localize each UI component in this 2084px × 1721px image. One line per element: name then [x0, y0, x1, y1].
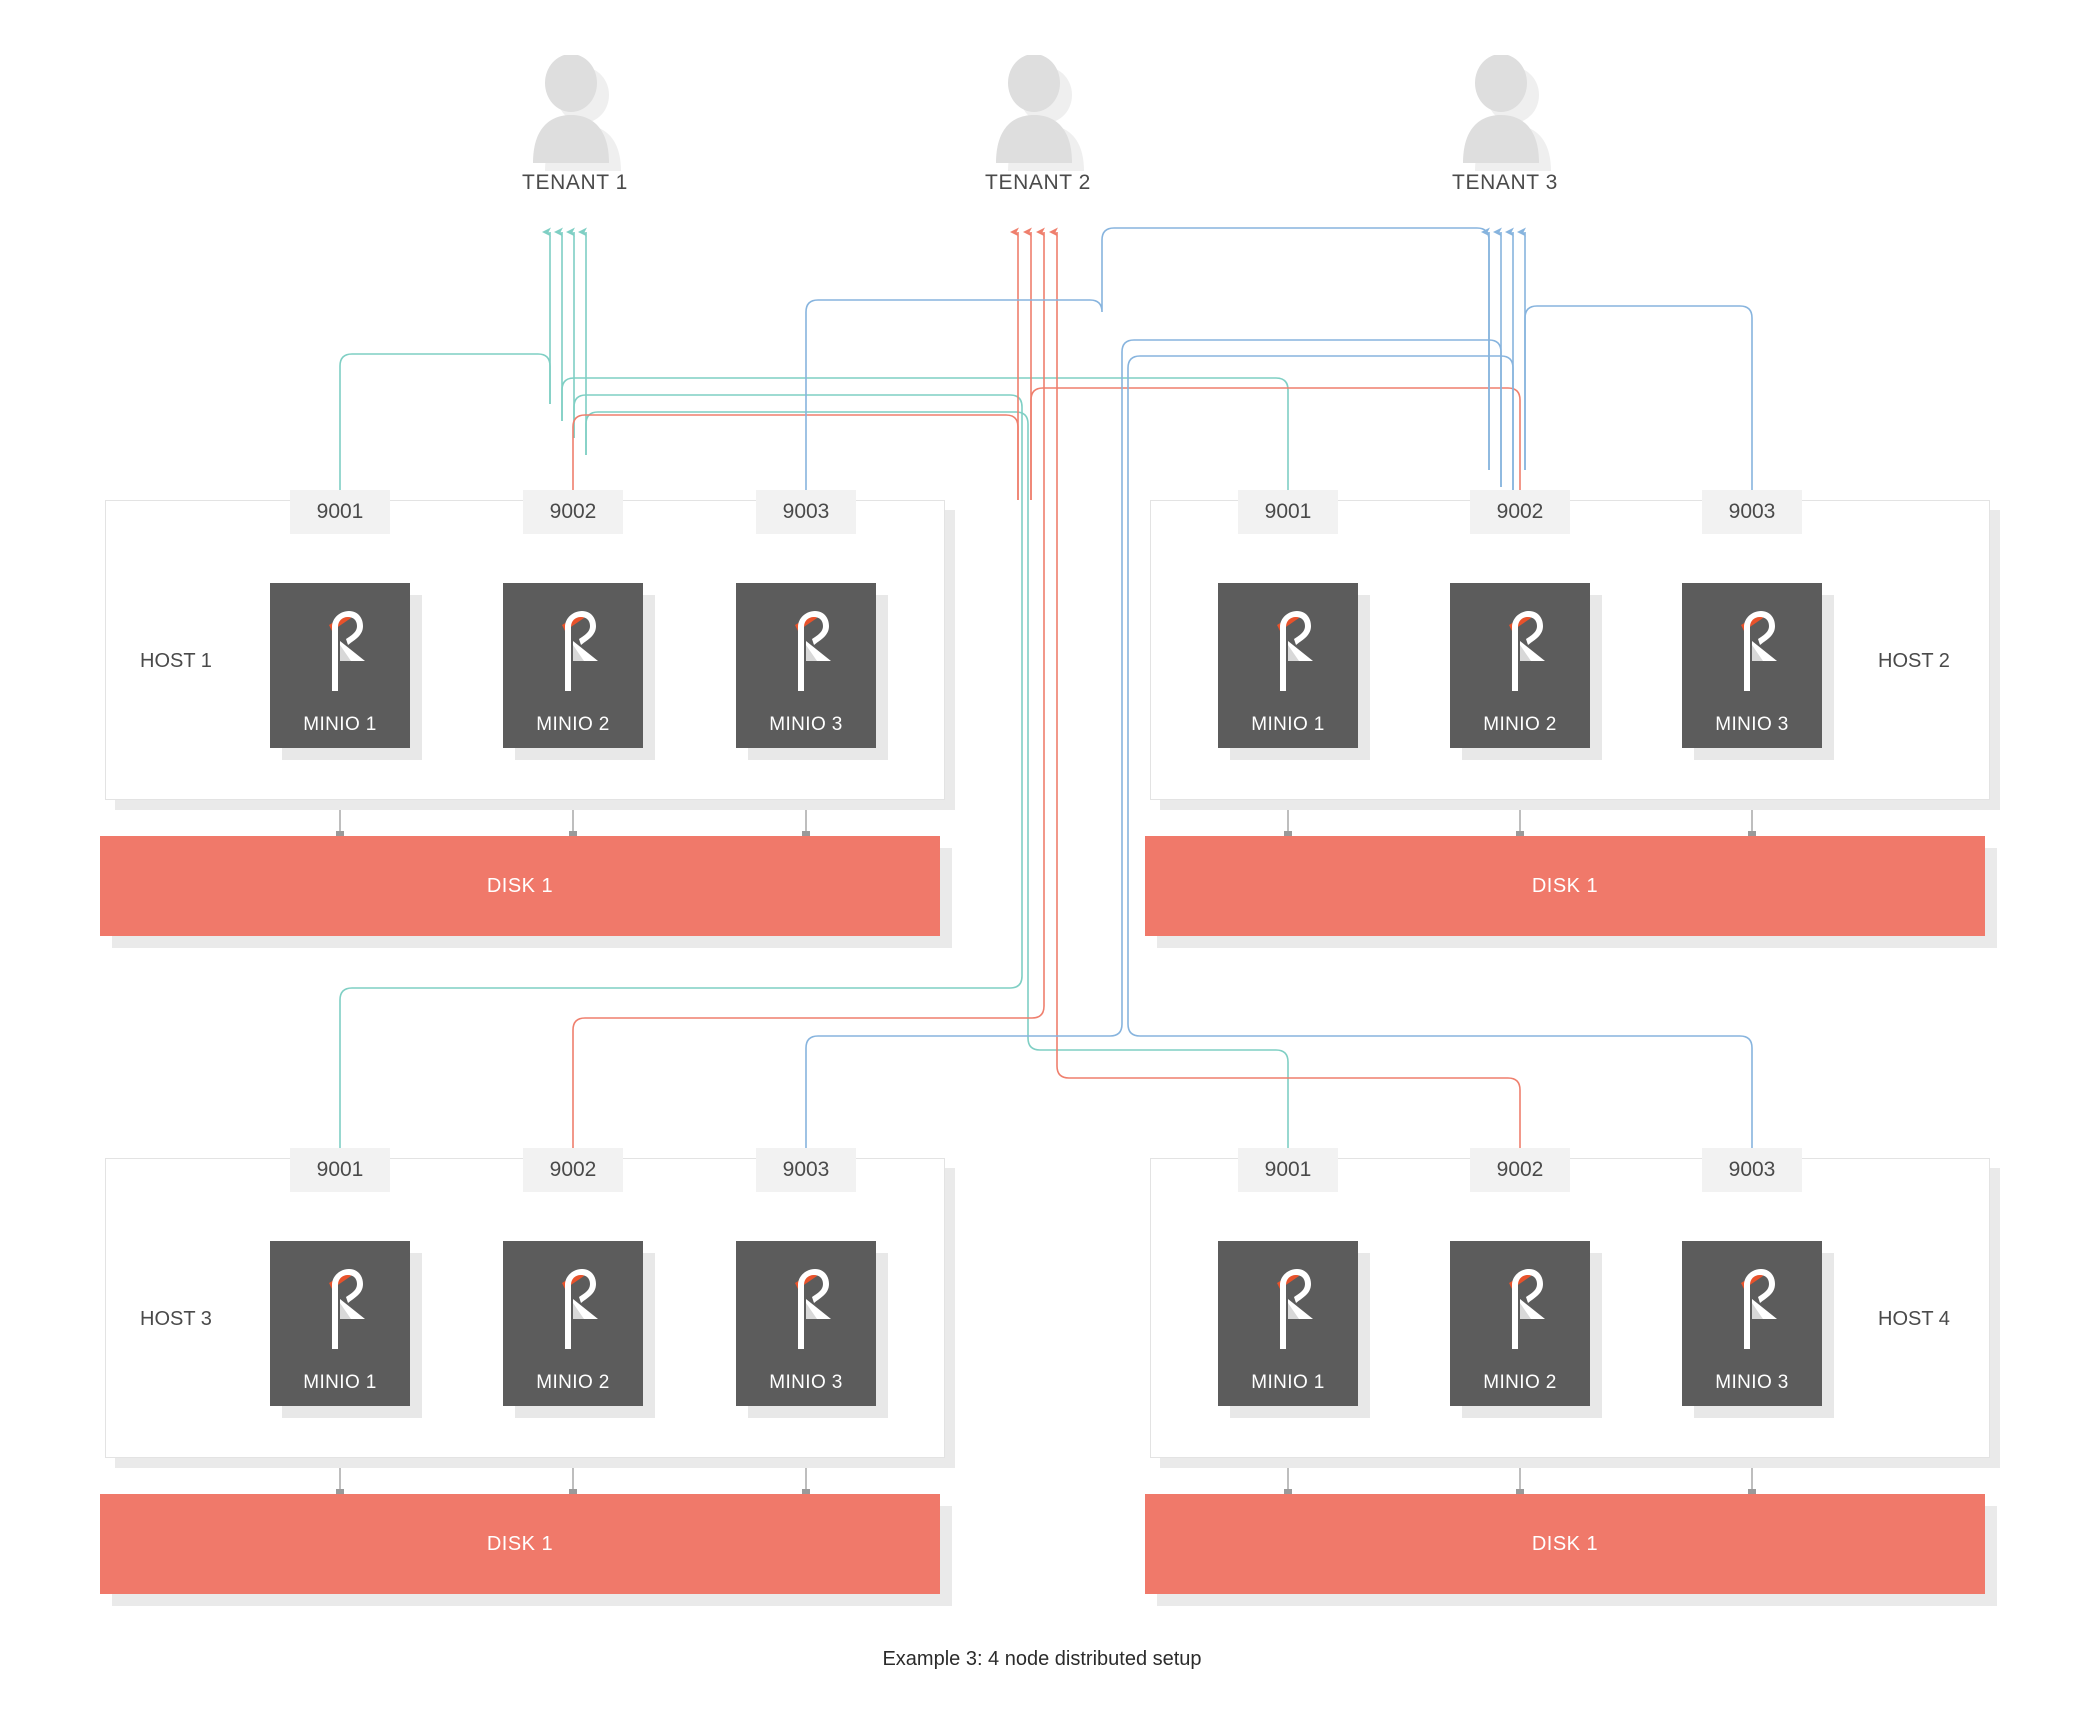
figure-caption: Example 3: 4 node distributed setup — [882, 1648, 1202, 1670]
minio-node-label: MINIO 2 — [1483, 714, 1557, 735]
minio-node-label: MINIO 1 — [303, 1372, 377, 1393]
tenant-1[interactable]: TENANT 1 — [475, 55, 675, 195]
minio-node-label: MINIO 2 — [1483, 1372, 1557, 1393]
minio-logo-icon — [562, 1269, 598, 1349]
user-icon — [994, 55, 1084, 171]
minio-logo-icon — [1741, 1269, 1777, 1349]
minio-node-host2-1[interactable]: MINIO 1 — [1218, 583, 1358, 748]
disk-host-4: DISK 1 — [1145, 1494, 1985, 1594]
minio-node-label: MINIO 1 — [1251, 714, 1325, 735]
minio-node-host3-1[interactable]: MINIO 1 — [270, 1241, 410, 1406]
minio-node-host3-3[interactable]: MINIO 3 — [736, 1241, 876, 1406]
port-label-9002: 9002 — [1470, 490, 1570, 534]
port-label-9001: 9001 — [1238, 490, 1338, 534]
minio-node-label: MINIO 1 — [1251, 1372, 1325, 1393]
minio-logo-icon — [1509, 1269, 1545, 1349]
minio-node-host1-3[interactable]: MINIO 3 — [736, 583, 876, 748]
port-label-9001: 9001 — [1238, 1148, 1338, 1192]
port-label-9003: 9003 — [756, 1148, 856, 1192]
tenant-3[interactable]: TENANT 3 — [1405, 55, 1605, 195]
minio-node-host4-1[interactable]: MINIO 1 — [1218, 1241, 1358, 1406]
minio-logo-icon — [562, 611, 598, 691]
tenant3-riser-arrows — [1481, 227, 1526, 504]
minio-node-label: MINIO 2 — [536, 714, 610, 735]
minio-logo-icon — [1277, 611, 1313, 691]
port-label-9001: 9001 — [290, 490, 390, 534]
minio-node-host1-2[interactable]: MINIO 2 — [503, 583, 643, 748]
minio-node-host4-3[interactable]: MINIO 3 — [1682, 1241, 1822, 1406]
tenant-2[interactable]: TENANT 2 — [938, 55, 1138, 195]
minio-logo-icon — [329, 1269, 365, 1349]
minio-node-label: MINIO 2 — [536, 1372, 610, 1393]
minio-logo-icon — [1741, 611, 1777, 691]
minio-node-host1-1[interactable]: MINIO 1 — [270, 583, 410, 748]
port-label-9003: 9003 — [1702, 490, 1802, 534]
minio-logo-icon — [795, 1269, 831, 1349]
host-4-label: HOST 4 — [1878, 1308, 1950, 1330]
disk-host-1: DISK 1 — [100, 836, 940, 936]
disk-host-3: DISK 1 — [100, 1494, 940, 1594]
host-1-label: HOST 1 — [140, 650, 212, 672]
minio-node-label: MINIO 3 — [1715, 714, 1789, 735]
user-icon — [531, 55, 621, 171]
port-label-9003: 9003 — [1702, 1148, 1802, 1192]
port-label-9003: 9003 — [756, 490, 856, 534]
tenant1-riser-arrows — [542, 227, 587, 455]
tenant-label: TENANT 2 — [985, 171, 1091, 194]
minio-node-label: MINIO 3 — [1715, 1372, 1789, 1393]
port-label-9001: 9001 — [290, 1148, 390, 1192]
minio-node-label: MINIO 3 — [769, 714, 843, 735]
minio-node-host2-3[interactable]: MINIO 3 — [1682, 583, 1822, 748]
host-3-label: HOST 3 — [140, 1308, 212, 1330]
tenant-label: TENANT 1 — [522, 171, 628, 194]
port-label-9002: 9002 — [523, 1148, 623, 1192]
port-label-9002: 9002 — [523, 490, 623, 534]
user-icon — [1461, 55, 1551, 171]
disk-host-2: DISK 1 — [1145, 836, 1985, 936]
minio-logo-icon — [1509, 611, 1545, 691]
minio-node-label: MINIO 3 — [769, 1372, 843, 1393]
minio-node-host3-2[interactable]: MINIO 2 — [503, 1241, 643, 1406]
minio-logo-icon — [329, 611, 365, 691]
tenant2-riser-arrows — [1010, 227, 1058, 500]
tenant-label: TENANT 3 — [1452, 171, 1558, 194]
minio-node-label: MINIO 1 — [303, 714, 377, 735]
port-label-9002: 9002 — [1470, 1148, 1570, 1192]
minio-logo-icon — [1277, 1269, 1313, 1349]
minio-logo-icon — [795, 611, 831, 691]
minio-node-host2-2[interactable]: MINIO 2 — [1450, 583, 1590, 748]
host-2-label: HOST 2 — [1878, 650, 1950, 672]
minio-node-host4-2[interactable]: MINIO 2 — [1450, 1241, 1590, 1406]
